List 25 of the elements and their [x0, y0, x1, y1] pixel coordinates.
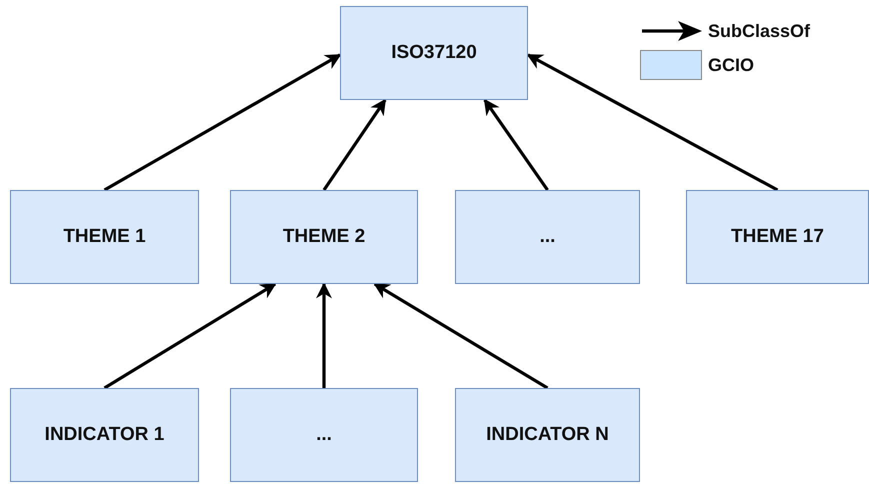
- class-name: ...: [540, 226, 556, 248]
- arrow: [104, 282, 276, 390]
- class-box: [10, 388, 199, 482]
- arrow: [104, 54, 342, 192]
- class-name: INDICATOR N: [486, 424, 609, 446]
- arrow: [526, 53, 778, 192]
- class-box: [230, 190, 418, 284]
- class-box: [686, 190, 869, 284]
- class-box: [455, 190, 640, 284]
- class-name: THEME 1: [63, 226, 146, 248]
- arrow: [483, 98, 549, 191]
- legend-text: GCIO: [708, 54, 754, 76]
- class-name: ISO37120: [391, 42, 477, 64]
- legend-text: SubClassOf: [708, 20, 810, 42]
- class-name: THEME 2: [282, 226, 366, 248]
- class-name: ...: [316, 424, 332, 446]
- class-name: INDICATOR 1: [44, 424, 164, 446]
- arrow: [373, 282, 548, 390]
- class-box: [455, 388, 640, 482]
- class-box: [230, 388, 418, 482]
- class-name: THEME 17: [731, 226, 824, 248]
- class-box: [10, 190, 199, 284]
- arrow: [322, 98, 386, 191]
- arrow: [316, 282, 332, 388]
- class-box: [340, 6, 528, 100]
